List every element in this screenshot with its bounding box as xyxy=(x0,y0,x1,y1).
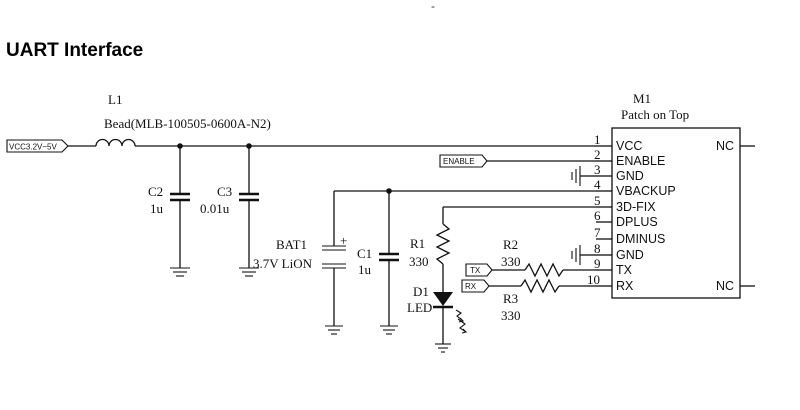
pin-9-name: TX xyxy=(616,263,633,277)
r2-ref: R2 xyxy=(503,237,518,252)
pin-7-name: DMINUS xyxy=(616,232,665,246)
ground-pin3 xyxy=(571,166,596,186)
bat1-value: 3.7V LiON xyxy=(253,256,313,271)
pin-4-name: VBACKUP xyxy=(616,184,676,198)
r1-value: 330 xyxy=(409,254,429,269)
m1-ref: M1 xyxy=(633,91,651,106)
pin-5-name: 3D-FIX xyxy=(616,200,656,214)
c3-ref: C3 xyxy=(217,184,232,199)
r1-ref: R1 xyxy=(410,236,425,251)
pin-8-number: 8 xyxy=(594,241,601,256)
pin-6-name: DPLUS xyxy=(616,215,658,229)
c3-value: 0.01u xyxy=(200,201,230,216)
pin-6-number: 6 xyxy=(594,208,601,223)
capacitor-c3: C3 0.01u xyxy=(200,146,259,277)
pin-8-name: GND xyxy=(616,248,644,262)
rx-tag-label: RX xyxy=(465,282,477,291)
power-input-tag: VCC3.2V~5V xyxy=(6,139,69,153)
pin-2-number: 2 xyxy=(594,147,601,162)
r3-ref: R3 xyxy=(503,291,518,306)
ground-pin8 xyxy=(571,245,596,265)
pin-1-name: VCC xyxy=(616,139,642,153)
d1-value: LED xyxy=(407,300,432,315)
c2-value: 1u xyxy=(150,201,164,216)
pin-10-number: 10 xyxy=(587,272,600,287)
pin-3-number: 3 xyxy=(594,162,601,177)
battery-bat1: + BAT1 3.7V LiON xyxy=(253,191,347,335)
enable-tag: ENABLE xyxy=(439,154,596,168)
page-top-mark: - xyxy=(431,0,435,13)
pin-10-name: RX xyxy=(616,279,634,293)
inductor-l1: L1 Bead(MLB-100505-0600A-N2) xyxy=(95,92,271,147)
power-input-label: VCC3.2V~5V xyxy=(9,143,57,152)
l1-ref: L1 xyxy=(108,92,122,107)
pin-9-number: 9 xyxy=(594,256,601,271)
tx-line: TX R2 330 xyxy=(465,237,596,278)
resistor-r1: R1 330 xyxy=(409,207,451,292)
nc-label-top: NC xyxy=(716,139,734,153)
module-m1: M1 Patch on Top NC NC xyxy=(611,91,755,299)
led-d1: D1 LED xyxy=(407,284,468,353)
pin-2-name: ENABLE xyxy=(616,154,665,168)
pin-3-name: GND xyxy=(616,169,644,183)
bat1-plus-sign: + xyxy=(340,233,347,248)
capacitor-c1: C1 1u xyxy=(357,191,399,335)
pin-7-number: 7 xyxy=(594,225,601,240)
c2-ref: C2 xyxy=(148,184,163,199)
tx-tag-label: TX xyxy=(470,266,481,275)
r3-value: 330 xyxy=(501,308,521,323)
c1-ref: C1 xyxy=(357,246,372,261)
l1-value: Bead(MLB-100505-0600A-N2) xyxy=(104,116,271,131)
pin-5-number: 5 xyxy=(594,193,601,208)
enable-tag-label: ENABLE xyxy=(443,157,475,166)
pin-4-number: 4 xyxy=(594,177,601,192)
capacitor-c2: C2 1u xyxy=(148,146,190,277)
bat1-ref: BAT1 xyxy=(276,237,307,252)
r2-value: 330 xyxy=(501,254,521,269)
d1-ref: D1 xyxy=(413,284,429,299)
pin-1-number: 1 xyxy=(594,132,601,147)
nc-label-bottom: NC xyxy=(716,279,734,293)
page-title: UART Interface xyxy=(6,40,144,61)
m1-name: Patch on Top xyxy=(621,107,689,122)
rx-line: RX R3 330 xyxy=(461,278,596,323)
c1-value: 1u xyxy=(358,262,372,277)
